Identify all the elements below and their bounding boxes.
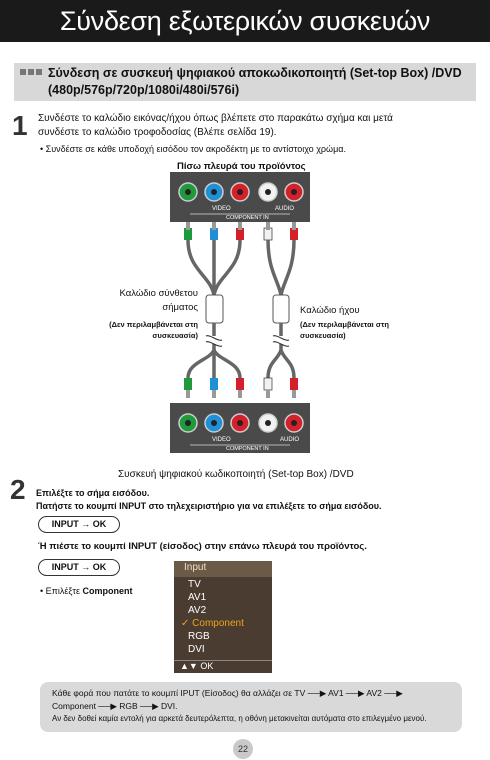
step1-line1: Συνδέστε το καλώδιο εικόνας/ήχου όπως βλ… (38, 113, 393, 124)
input-menu-footer: ▲▼ OK (174, 660, 272, 673)
audio-cable-sleeve (272, 294, 290, 324)
step2-line2: Πατήστε το κουμπί INPUT στο τηλεχειριστή… (36, 501, 382, 511)
input-ok-button-1[interactable]: INPUT → OK (38, 516, 120, 533)
input-ok-button-2[interactable]: INPUT → OK (38, 559, 120, 576)
step2-or-line: Ή πιέστε το κουμπί INPUT (είσοδος) στην … (38, 541, 367, 552)
audio-cable-label: Καλώδιο ήχου (300, 305, 360, 316)
step2-bullet-prefix: • Επιλέξτε (40, 586, 83, 596)
top-plugs (184, 222, 298, 241)
step2-bullet: • Επιλέξτε Component (40, 584, 132, 598)
bottom-plugs (184, 377, 298, 398)
step2-line1: Επιλέξτε το σήμα εισόδου. (36, 488, 150, 498)
video-cable-label-line2: σήματος (162, 302, 198, 313)
input-menu-item-av2[interactable]: AV2 (188, 605, 207, 616)
input-menu-item-component-label: Component (192, 618, 244, 629)
note-line3: Αν δεν δοθεί καμία εντολή για αρκετά δευ… (52, 714, 427, 723)
page-title-banner: Σύνδεση εξωτερικών συσκευών (0, 0, 490, 42)
component-in-label-top: COMPONENT IN (226, 215, 269, 221)
bullet-square-icon (28, 69, 34, 75)
input-menu-nav-hint: ▲▼ OK (180, 661, 214, 671)
section-title-line1: Σύνδεση σε συσκευή ψηφιακού αποκωδικοποι… (48, 66, 462, 80)
note-line1: Κάθε φορά που πατάτε το κουμπί IPUT (Είσ… (52, 688, 403, 698)
video-cable-note-line2: συσκευασία) (152, 331, 198, 340)
input-menu-item-tv[interactable]: TV (188, 579, 201, 590)
section-title: Σύνδεση σε συσκευή ψηφιακού αποκωδικοποι… (48, 65, 462, 99)
audio-cable-note-line2: συσκευασία) (300, 331, 346, 340)
input-menu-item-av1[interactable]: AV1 (188, 592, 207, 603)
note-line2: Component ──▶ RGB ──▶ DVI. (52, 701, 178, 711)
audio-label-top: AUDIO (275, 206, 294, 212)
video-cable-note-line1: (Δεν περιλαμβάνεται στη (109, 320, 198, 329)
input-menu-item-component[interactable]: ✓ Component (181, 618, 244, 629)
bullet-square-icon (36, 69, 42, 75)
section-header: Σύνδεση σε συσκευή ψηφιακού αποκωδικοποι… (14, 63, 476, 101)
note-box: Κάθε φορά που πατάτε το κουμπί IPUT (Είσ… (40, 682, 462, 732)
input-menu-item-dvi[interactable]: DVI (188, 644, 205, 655)
input-menu-item-rgb[interactable]: RGB (188, 631, 210, 642)
checkmark-icon: ✓ (181, 618, 190, 629)
video-label-top: VIDEO (212, 206, 231, 212)
video-label-bottom: VIDEO (212, 437, 231, 443)
bullet-square-icon (20, 69, 26, 75)
set-top-box-label: Συσκευή ψηφιακού κωδικοποιητή (Set-top B… (118, 469, 354, 480)
connection-diagram: VIDEO AUDIO COMPONENT IN (170, 172, 310, 453)
back-panel-label: Πίσω πλευρά του προϊόντος (177, 161, 306, 172)
step-number-1: 1 (12, 110, 28, 141)
top-jacks (178, 182, 304, 202)
page-number: 22 (233, 739, 253, 759)
step1-bullet: • Συνδέστε σε κάθε υποδοχή εισόδου τον α… (40, 144, 346, 154)
page-title: Σύνδεση εξωτερικών συσκευών (59, 6, 431, 36)
input-menu-header: Input (174, 561, 272, 577)
audio-label-bottom: AUDIO (280, 437, 299, 443)
section-title-line2: (480p/576p/720p/1080i/480i/576i) (48, 83, 240, 97)
step1-line2: συνδέστε το καλώδιο τροφοδοσίας (Βλέπε σ… (38, 127, 277, 138)
step-number-2: 2 (10, 474, 26, 505)
video-cable-label-line1: Καλώδιο σύνθετου (119, 288, 198, 299)
input-menu: Input TV AV1 AV2 ✓ Component RGB DVI ▲▼ … (174, 561, 272, 673)
video-cable-sleeve (205, 294, 224, 324)
component-in-label-bottom: COMPONENT IN (226, 446, 269, 452)
input-menu-title: Input (184, 562, 207, 573)
bottom-jacks (178, 413, 304, 433)
step2-bullet-component: Component (82, 586, 133, 596)
audio-cable-note-line1: (Δεν περιλαμβάνεται στη (300, 320, 389, 329)
